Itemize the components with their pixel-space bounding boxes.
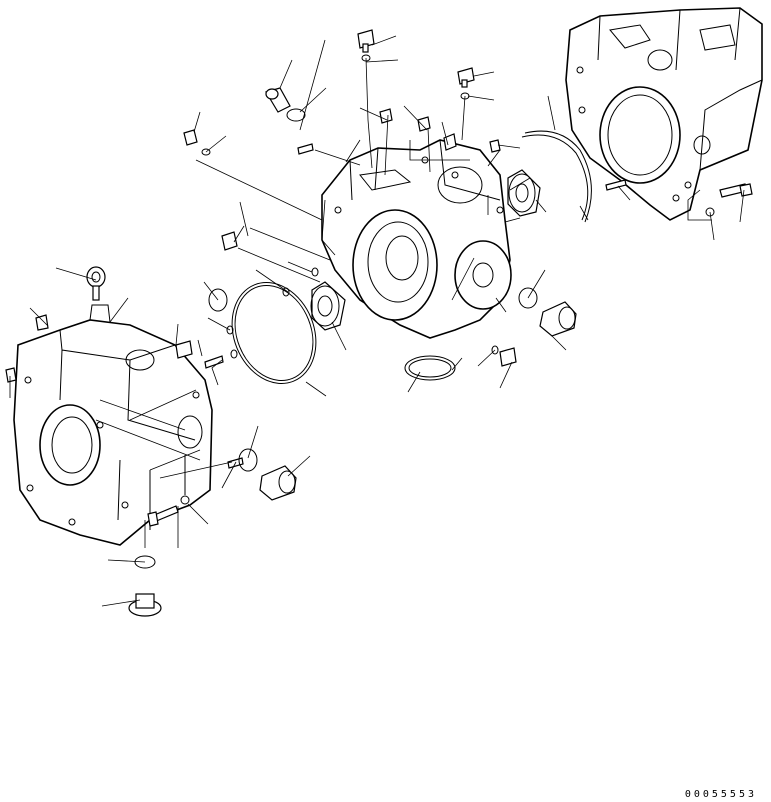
- plug-7: [443, 133, 457, 151]
- plug-top-1: [357, 29, 375, 53]
- bolt-2: [719, 183, 753, 198]
- pin-2: [204, 355, 224, 369]
- small-plug-2: [221, 231, 238, 251]
- fitting-elbow: [265, 87, 291, 113]
- leader-lines: [9, 35, 745, 607]
- plug-8: [417, 116, 431, 132]
- drain-plug: [128, 593, 162, 617]
- roller-bearing-2: [507, 169, 541, 217]
- front-pump-housing: [13, 304, 213, 546]
- small-plug-4: [5, 367, 17, 383]
- plug-6: [499, 347, 517, 367]
- drawing-number: 00055553: [684, 789, 757, 800]
- o-rings: [134, 54, 715, 569]
- plug-10: [489, 139, 501, 153]
- shaft-plug-2: [539, 301, 577, 337]
- shaft-plug-1: [259, 465, 297, 501]
- large-o-ring: [231, 282, 317, 384]
- plug-top-2: [457, 67, 475, 88]
- plug-9: [379, 108, 393, 124]
- rear-pump-housing: [565, 7, 763, 221]
- roller-bearing-1: [310, 281, 346, 331]
- center-pump-body: [321, 139, 512, 339]
- pin-4: [297, 143, 314, 155]
- plug-5: [175, 340, 193, 359]
- retaining-ring: [404, 355, 456, 381]
- small-plug-3: [35, 314, 49, 331]
- eye-bolt: [86, 266, 106, 301]
- pin-1: [605, 179, 627, 191]
- snap-ring: [521, 130, 592, 223]
- small-plug-left: [183, 129, 198, 146]
